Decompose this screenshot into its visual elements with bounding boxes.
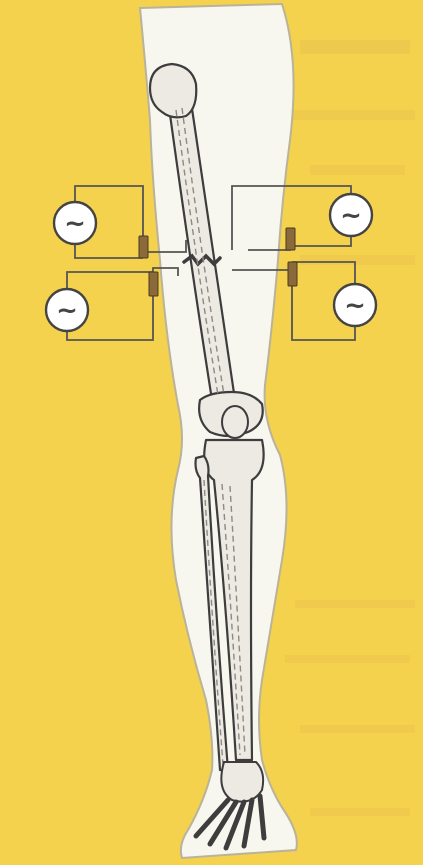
ac-symbol: ~	[64, 209, 86, 239]
electrode-pad-upper-right	[286, 228, 295, 250]
patella	[222, 406, 248, 438]
electrode-pad-lower-left	[149, 272, 158, 296]
electrode-pad-lower-right	[288, 262, 297, 286]
generator-upper-left: ~	[54, 202, 96, 244]
ankle-bones	[221, 762, 263, 802]
ac-symbol: ~	[344, 291, 366, 321]
ac-symbol: ~	[340, 201, 362, 231]
generator-lower-left: ~	[46, 289, 88, 331]
generator-upper-right: ~	[330, 194, 372, 236]
generator-lower-right: ~	[334, 284, 376, 326]
ac-symbol: ~	[56, 296, 78, 326]
electrode-pad-upper-left	[139, 236, 148, 258]
